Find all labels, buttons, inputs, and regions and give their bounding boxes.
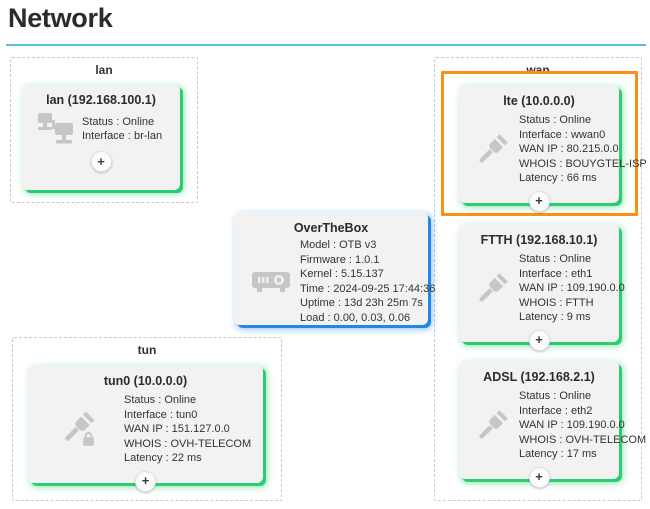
card-overthebox-prop: Load : 0.00, 0.03, 0.06 xyxy=(300,311,411,324)
card-lan-prop: Interface : br-lan xyxy=(82,130,163,142)
add-adsl-button[interactable]: + xyxy=(528,466,550,488)
card-tun0-prop: Latency : 22 ms xyxy=(124,452,202,464)
card-adsl-properties: Status : Online Interface : eth2 WAN IP … xyxy=(519,389,646,462)
page-title: Network xyxy=(8,3,113,33)
card-overthebox-properties: Model : OTB v3 Firmware : 1.0.1 Kernel :… xyxy=(300,238,435,325)
add-lte-button[interactable]: + xyxy=(528,190,550,212)
add-tun0-button[interactable]: + xyxy=(135,470,156,492)
card-overthebox-title: OverTheBox xyxy=(293,221,369,235)
card-adsl-prop: Interface : eth2 xyxy=(519,404,593,417)
plus-icon: + xyxy=(535,193,543,208)
card-lte[interactable]: lte (10.0.0.0) Status : Online Interface… xyxy=(459,85,647,212)
card-adsl-prop: Status : Online xyxy=(519,390,592,402)
device-box-icon xyxy=(242,268,300,296)
plus-icon: + xyxy=(535,332,543,347)
card-tun0[interactable]: tun0 (10.0.0.0) Status : Online Interfac… xyxy=(28,365,263,492)
card-overthebox-prop: Time : 2024-09-25 17:44:36 xyxy=(300,282,436,295)
zone-lan-label: lan xyxy=(95,63,113,77)
card-lte-body: Status : Online Interface : wwan0 WAN IP… xyxy=(459,109,647,186)
card-tun0-properties: Status : Online Interface : tun0 WAN IP … xyxy=(124,393,253,466)
card-adsl-prop: WAN IP : 109.190.0.0 xyxy=(519,419,625,431)
card-lte-prop: WAN IP : 80.215.0.0 xyxy=(519,143,619,155)
card-lte-prop: Interface : wwan0 xyxy=(519,128,606,141)
card-lte-prop: Latency : 66 ms xyxy=(519,172,597,184)
card-tun0-title: tun0 (10.0.0.0) xyxy=(103,374,188,388)
zone-lan: lan xyxy=(10,57,198,203)
card-lte-footer: + xyxy=(459,186,619,222)
plug-icon xyxy=(467,131,519,167)
card-lan-prop: Status : Online xyxy=(82,115,155,128)
card-ftth-properties: Status : Online Interface : eth1 WAN IP … xyxy=(519,252,625,325)
title-divider xyxy=(6,44,646,46)
card-adsl-body: Status : Online Interface : eth2 WAN IP … xyxy=(459,385,646,462)
card-adsl-prop: Latency : 17 ms xyxy=(519,448,597,460)
card-overthebox-prop: Model : OTB v3 xyxy=(300,239,377,251)
card-lan-title: lan (192.168.100.1) xyxy=(46,93,156,107)
card-ftth-prop: WHOIS : FTTH xyxy=(519,296,594,309)
card-lan-body: Status : Online Interface : br-lan xyxy=(22,108,180,146)
card-overthebox-body: Model : OTB v3 Firmware : 1.0.1 Kernel :… xyxy=(234,236,435,325)
plus-icon: + xyxy=(535,469,543,484)
card-lte-prop: Status : Online xyxy=(519,114,592,126)
card-overthebox[interactable]: OverTheBox Model : OTB v3 Firmware : 1.0… xyxy=(234,212,435,325)
add-lan-button[interactable]: + xyxy=(90,151,112,172)
card-overthebox-prop: Uptime : 13d 23h 25m 7s xyxy=(300,297,423,309)
card-ftth-prop: Interface : eth1 xyxy=(519,267,593,280)
plus-icon: + xyxy=(97,153,105,169)
card-lte-title: lte (10.0.0.0) xyxy=(503,94,575,108)
card-lan[interactable]: lan (192.168.100.1) Status : Online Inte… xyxy=(22,84,180,190)
plug-icon xyxy=(467,407,519,443)
card-lte-properties: Status : Online Interface : wwan0 WAN IP… xyxy=(519,113,647,186)
card-adsl-footer: + xyxy=(459,462,619,498)
card-tun0-prop: WAN IP : 151.127.0.0 xyxy=(124,423,230,435)
plug-lock-icon xyxy=(36,409,124,449)
card-lte-prop: WHOIS : BOUYGTEL-ISP xyxy=(519,157,647,170)
card-adsl-title: ADSL (192.168.2.1) xyxy=(483,370,595,384)
network-computers-icon xyxy=(30,112,82,146)
card-ftth-body: Status : Online Interface : eth1 WAN IP … xyxy=(459,248,625,325)
card-ftth-footer: + xyxy=(459,325,619,361)
card-overthebox-prop: Kernel : 5.15.137 xyxy=(300,268,384,280)
card-tun0-prop: Status : Online xyxy=(124,394,197,406)
zone-tun-label: tun xyxy=(137,343,157,357)
plug-icon xyxy=(467,270,519,306)
card-tun0-prop: Interface : tun0 xyxy=(124,408,198,421)
card-tun0-footer: + xyxy=(28,466,263,502)
card-adsl-prop: WHOIS : OVH-TELECOM xyxy=(519,433,647,446)
card-tun0-body: Status : Online Interface : tun0 WAN IP … xyxy=(28,389,263,466)
card-overthebox-prop: Firmware : 1.0.1 xyxy=(300,253,380,266)
card-ftth[interactable]: FTTH (192.168.10.1) Status : Online Inte… xyxy=(459,224,625,351)
card-adsl[interactable]: ADSL (192.168.2.1) Status : Online Inter… xyxy=(459,361,646,488)
card-tun0-prop: WHOIS : OVH-TELECOM xyxy=(124,437,252,450)
plus-icon: + xyxy=(141,473,150,488)
add-ftth-button[interactable]: + xyxy=(528,329,550,351)
card-ftth-prop: WAN IP : 109.190.0.0 xyxy=(519,282,625,294)
card-lan-footer: + xyxy=(22,146,180,182)
zone-tun: tun xyxy=(12,337,282,501)
card-lan-properties: Status : Online Interface : br-lan xyxy=(82,115,170,144)
card-ftth-title: FTTH (192.168.10.1) xyxy=(480,233,598,247)
card-ftth-prop: Latency : 9 ms xyxy=(519,311,591,323)
card-ftth-prop: Status : Online xyxy=(519,253,592,265)
